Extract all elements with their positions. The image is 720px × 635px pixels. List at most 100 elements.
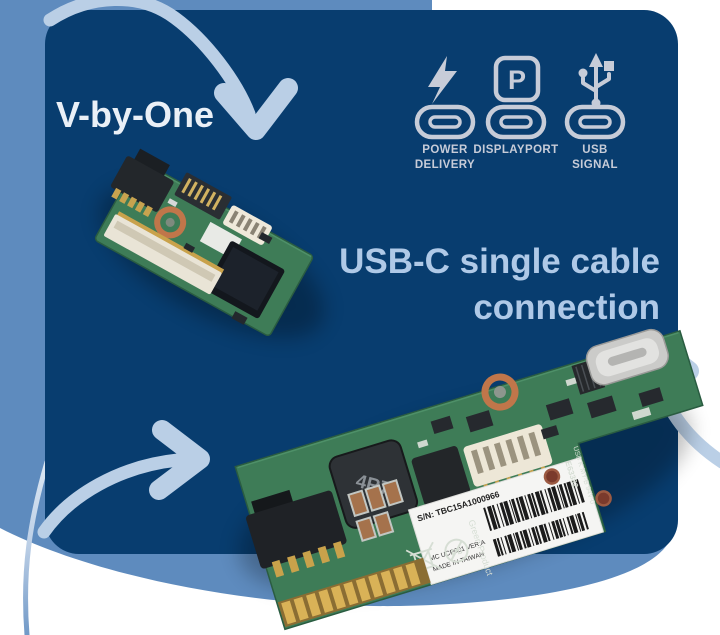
connector-body (110, 156, 174, 212)
ic-chip (638, 387, 664, 408)
header-pin (193, 184, 204, 201)
capacitor (355, 516, 378, 543)
lvds-connector (110, 148, 174, 217)
usb-trident-icon (578, 53, 614, 108)
mounting-hole (543, 468, 561, 485)
feature-label-line1: DISPLAYPORT (473, 144, 558, 156)
trident-tip (589, 53, 603, 67)
power-connector (246, 489, 347, 578)
capacitor (364, 484, 387, 512)
passive-component (565, 377, 577, 387)
connector-latch (132, 148, 170, 180)
wafer-slot (242, 218, 253, 232)
curved-arrow-bottom-left (37, 420, 210, 539)
ffc-contacts (116, 211, 225, 274)
passive-component (631, 407, 652, 421)
port-outline (564, 104, 626, 140)
arrow-head (149, 420, 210, 500)
header-pin (199, 188, 211, 204)
pin-stripe (580, 364, 590, 391)
gold-finger (318, 589, 334, 613)
feature-displayport: P DISPLAYPORT (473, 55, 558, 156)
main-chip (205, 241, 285, 319)
port-slot (578, 115, 612, 129)
passive-component (167, 198, 178, 207)
edge-connector-fingers (277, 557, 431, 628)
capacitor (381, 478, 404, 507)
header-pin (181, 177, 192, 194)
passive-component (183, 242, 196, 253)
headline: USB-C single cable connection (339, 242, 660, 327)
arrow-tail (37, 453, 185, 539)
v-by-one-label: V-by-One (56, 94, 214, 135)
displayport-p-icon: P (493, 55, 541, 103)
headline-line2: connection (473, 288, 660, 327)
copper-pad-hole (165, 217, 175, 227)
wafer-slot (228, 210, 239, 224)
header-pin (205, 191, 217, 208)
feature-label-line1: USB (582, 144, 607, 156)
connector-pin (142, 205, 153, 217)
port-outline (414, 104, 476, 140)
copper-pad (481, 373, 519, 411)
connector-pin (287, 555, 300, 573)
wafer-slot (249, 222, 260, 236)
usb-c-board: 4R7 (234, 328, 704, 631)
capacitor (347, 489, 370, 518)
wafer-slot (516, 435, 530, 461)
feature-power-delivery: POWER DELIVERY (414, 56, 476, 171)
gold-finger (368, 574, 384, 598)
gold-finger (293, 596, 309, 621)
ic-chip (465, 410, 494, 433)
chip-top (211, 247, 279, 311)
feature-label-line1: POWER (422, 144, 468, 156)
gold-finger (281, 600, 297, 625)
wafer-slot (505, 438, 519, 464)
trident-circle (578, 68, 588, 78)
wafer-slot (235, 214, 246, 228)
usb-c-connector (571, 328, 669, 395)
arrow-head (214, 78, 298, 140)
passive-component (417, 439, 429, 449)
ic-chip (430, 415, 454, 435)
trident-square (604, 61, 614, 71)
wafer-slot (470, 449, 484, 475)
connector-pin (317, 545, 330, 564)
wafer-slot (482, 445, 496, 471)
gold-finger (343, 581, 359, 606)
capacitor (372, 511, 395, 537)
feature-label-line2: DELIVERY (415, 159, 475, 171)
ic-chip (587, 395, 617, 419)
copper-pad-hole (493, 386, 506, 399)
usb-c-port-icon (414, 104, 476, 140)
curved-arrow-top (43, 0, 298, 140)
port-outline (485, 104, 547, 140)
wafer-slot (493, 442, 507, 468)
ffc-slot (113, 220, 216, 282)
pb-strike (450, 540, 463, 562)
connector-latch (251, 489, 295, 517)
trident-right-branch (594, 72, 611, 89)
passive-component (231, 311, 248, 325)
usb-c-port-icon (485, 104, 547, 140)
power-ic (411, 446, 471, 506)
p-icon-frame (493, 55, 541, 103)
gold-finger (393, 566, 409, 591)
lightning-bolt-icon (428, 56, 457, 104)
pin-stripe (575, 366, 585, 392)
connector-pin (119, 192, 130, 204)
feature-usb-signal: USB SIGNAL (564, 53, 626, 171)
port-slot (428, 115, 462, 129)
gold-finger (405, 562, 421, 587)
connector-pin (302, 550, 315, 569)
pin-header (174, 172, 232, 220)
ic-chip (540, 425, 560, 440)
gold-finger (380, 570, 396, 594)
connector-pin (332, 541, 346, 559)
mounting-hole (595, 490, 612, 507)
connector-pin (271, 559, 285, 578)
capacitor-cluster (347, 478, 404, 543)
pb-free-icon: Pb (444, 538, 469, 563)
port-slot (499, 115, 533, 129)
